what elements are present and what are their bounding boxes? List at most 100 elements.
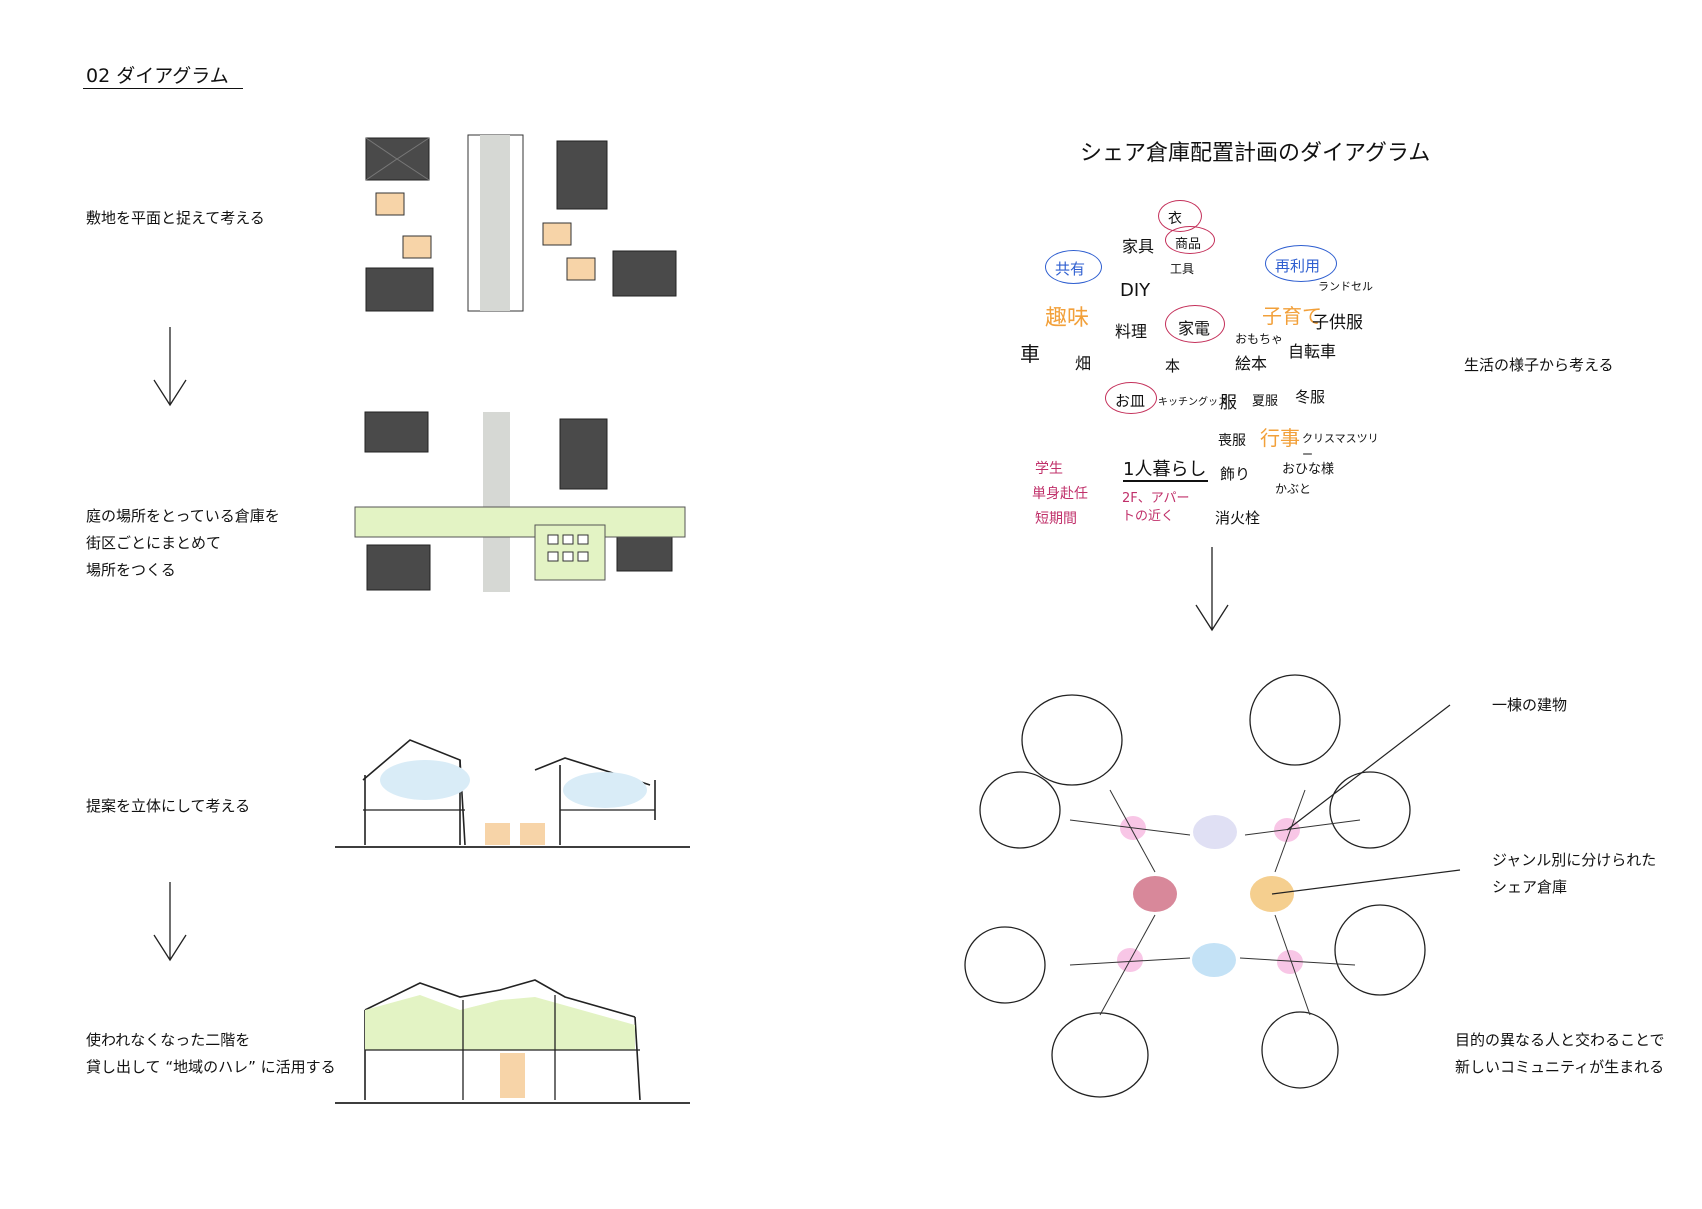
step-2-text: 庭の場所をとっている倉庫を 街区ごとにまとめて 場所をつくる xyxy=(86,503,280,584)
community-bubble-diagram xyxy=(964,674,1461,1098)
label-purpose-line-2: 新しいコミュニティが生まれる xyxy=(1455,1058,1665,1076)
mindmap-word: 工具 xyxy=(1170,262,1195,276)
site-plan-diagram xyxy=(365,134,677,312)
thought-bubble xyxy=(979,771,1061,849)
label-building-text: 一棟の建物 xyxy=(1492,696,1568,714)
label-genre: ジャンル別に分けられた シェア倉庫 xyxy=(1492,847,1656,901)
step-1-line-1: 敷地を平面と捉えて考える xyxy=(86,209,265,227)
thought-bubble xyxy=(1329,771,1411,849)
mindmap-word: かぶと xyxy=(1275,482,1312,496)
mindmap: 共有 再利用 衣 商品 家電 お皿 趣味 子育て 行事 家具 工具 DIY ラン… xyxy=(1020,200,1380,540)
label-purpose: 目的の異なる人と交わることで 新しいコミュニティが生まれる xyxy=(1455,1027,1665,1081)
mindmap-word: 単身赴任 xyxy=(1032,486,1088,502)
roof-block xyxy=(364,411,429,453)
step-1-text: 敷地を平面と捉えて考える xyxy=(86,205,265,232)
road-median xyxy=(480,135,510,311)
storage-box xyxy=(375,192,405,216)
roof-block xyxy=(365,137,430,181)
storage-box xyxy=(566,257,596,281)
roof-block xyxy=(559,418,608,490)
mindmap-word: 夏服 xyxy=(1252,394,1279,409)
thought-bubble xyxy=(1334,904,1426,996)
thought-bubble xyxy=(1051,1012,1149,1098)
label-building: 一棟の建物 xyxy=(1492,692,1567,719)
section-diagram xyxy=(335,739,690,848)
step-4-line-2: 貸し出して “地域のハレ” に活用する xyxy=(86,1058,336,1076)
mindmap-word: 2F、アパートの近く xyxy=(1122,491,1190,524)
mindmap-word: キッチングッズ xyxy=(1158,397,1228,408)
mindmap-word: 畑 xyxy=(1075,354,1092,373)
lavender-storage xyxy=(1193,815,1237,849)
storage-box xyxy=(485,823,510,845)
mindmap-word: 1人暮らし xyxy=(1123,459,1207,480)
mindmap-word: 短期間 xyxy=(1035,511,1077,527)
down-arrow-icon xyxy=(153,327,187,407)
red-storage xyxy=(1133,876,1177,912)
mindmap-word: クリスマスツリー xyxy=(1302,432,1379,461)
mindmap-word: 絵本 xyxy=(1235,354,1268,373)
mindmap-word: 子供服 xyxy=(1312,313,1363,333)
mindmap-word: 喪服 xyxy=(1218,433,1246,449)
sky-blob xyxy=(563,772,647,808)
mindmap-word: 子育て xyxy=(1262,304,1322,328)
mindmap-word: ランドセル xyxy=(1318,280,1373,293)
storage-box xyxy=(520,823,545,845)
page-title: 02 ダイアグラム xyxy=(86,61,229,88)
circle-mark xyxy=(1045,250,1102,284)
green-street xyxy=(354,506,686,538)
step-3-text: 提案を立体にして考える xyxy=(86,793,250,820)
step-2-line-2: 街区ごとにまとめて xyxy=(86,534,222,552)
circle-mark xyxy=(1165,305,1225,343)
step-4-line-1: 使われなくなった二階を xyxy=(86,1031,251,1049)
mindmap-word: 趣味 xyxy=(1045,306,1090,331)
side-note: 生活の様子から考える xyxy=(1464,352,1614,379)
consolidated-plan-diagram xyxy=(354,411,686,592)
right-heading: シェア倉庫配置計画のダイアグラム xyxy=(1080,135,1430,167)
blue-storage xyxy=(1192,943,1236,977)
circle-mark xyxy=(1265,245,1337,282)
circle-mark xyxy=(1105,382,1157,414)
label-genre-line-1: ジャンル別に分けられた xyxy=(1492,851,1657,869)
underline-mark xyxy=(1123,480,1208,482)
side-note-text: 生活の様子から考える xyxy=(1464,356,1614,374)
step-2-line-1: 庭の場所をとっている倉庫を xyxy=(86,507,280,525)
mindmap-word: 服 xyxy=(1220,393,1237,413)
mindmap-word: 自転車 xyxy=(1288,342,1337,361)
mindmap-word: 料理 xyxy=(1115,322,1148,341)
sky-blob xyxy=(380,760,470,800)
storage-box xyxy=(542,222,572,246)
storage-cluster xyxy=(547,534,589,562)
page-title-underline xyxy=(83,88,243,89)
mindmap-word: 消火栓 xyxy=(1215,509,1261,527)
thought-bubble xyxy=(964,926,1046,1004)
thought-bubble xyxy=(1261,1011,1339,1089)
storage-core xyxy=(500,1053,525,1098)
mindmap-word: 家具 xyxy=(1122,237,1155,256)
pink-node xyxy=(1277,950,1303,974)
roof-block xyxy=(612,250,677,297)
mindmap-word: 本 xyxy=(1165,357,1181,375)
step-4-text: 使われなくなった二階を 貸し出して “地域のハレ” に活用する xyxy=(86,1027,336,1081)
roof-block xyxy=(366,544,431,591)
storage-box xyxy=(402,235,432,259)
mindmap-word: 飾り xyxy=(1220,465,1251,483)
roof-block xyxy=(556,140,608,210)
down-arrow-icon xyxy=(153,882,187,962)
step-3-line-1: 提案を立体にして考える xyxy=(86,797,251,815)
mindmap-word: DIY xyxy=(1120,280,1151,301)
mindmap-word: おひな様 xyxy=(1282,462,1335,477)
label-purpose-line-1: 目的の異なる人と交わることで xyxy=(1455,1031,1665,1049)
mindmap-word: おもちゃ xyxy=(1235,332,1284,346)
thought-bubble xyxy=(1249,674,1341,766)
down-arrow-icon xyxy=(1195,547,1229,632)
mindmap-word: 車 xyxy=(1020,342,1040,366)
road-median xyxy=(483,412,510,592)
right-heading-text: シェア倉庫配置計画のダイアグラム xyxy=(1080,141,1431,166)
circle-mark xyxy=(1165,226,1215,254)
page-title-text: 02 ダイアグラム xyxy=(86,65,229,87)
roof-block xyxy=(365,267,434,312)
label-genre-line-2: シェア倉庫 xyxy=(1492,878,1568,896)
section-with-second-floor-diagram xyxy=(335,979,690,1104)
mindmap-word: 行事 xyxy=(1260,426,1300,450)
mindmap-word: 冬服 xyxy=(1295,388,1326,406)
